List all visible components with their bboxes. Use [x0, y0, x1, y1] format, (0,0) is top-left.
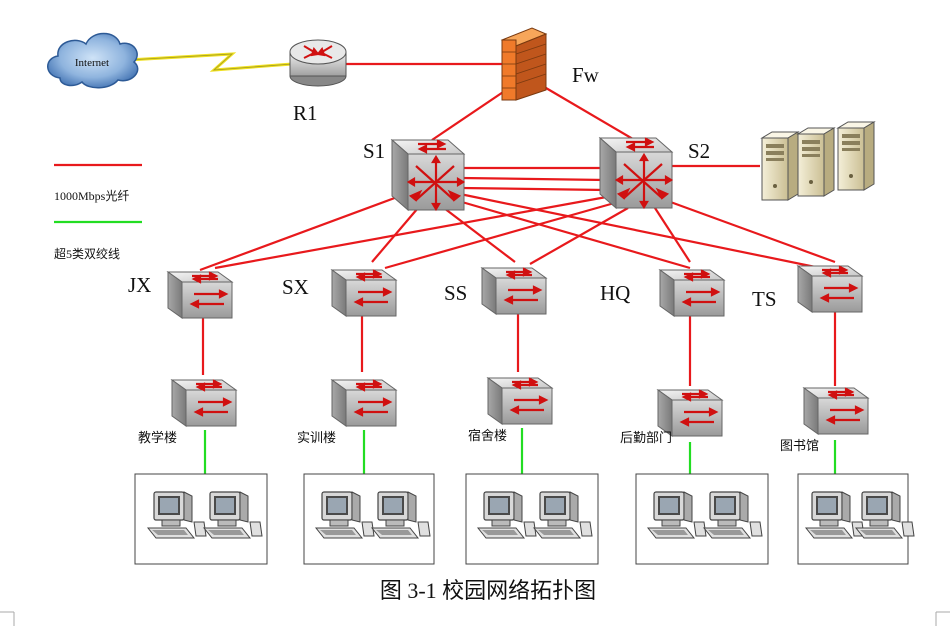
link-fw-s2 — [545, 87, 639, 143]
link-s1-ts — [459, 192, 831, 272]
firewall-fw — [500, 27, 548, 101]
pc-group-1 — [134, 473, 268, 565]
link-s1-s2-c — [461, 186, 606, 192]
link-s2-jx — [214, 194, 613, 270]
building-label-1: 教学楼 — [138, 430, 177, 445]
figure-caption: 图 3-1 校园网络拓扑图 — [380, 578, 596, 603]
pc-group-5 — [797, 473, 915, 565]
building-label-5: 图书馆 — [780, 438, 819, 453]
ss-label: SS — [444, 281, 467, 305]
legend: 1000Mbps光纤 超5类双绞线 — [54, 163, 142, 261]
core-switch-s2 — [598, 136, 674, 210]
building-label-4: 后勤部门 — [620, 430, 672, 445]
link-s1-hq — [454, 198, 691, 270]
pc-group-2 — [303, 473, 435, 565]
server-group — [761, 121, 875, 201]
s1-label: S1 — [363, 139, 385, 163]
access-switch-2 — [330, 378, 398, 428]
access-switch-5 — [802, 386, 870, 436]
link-s2-ts — [664, 198, 836, 264]
cable-links — [203, 428, 837, 474]
pc-group-3 — [465, 473, 599, 565]
core-switch-s1 — [390, 138, 466, 212]
legend-fiber-label: 1000Mbps光纤 — [54, 189, 129, 203]
switch-ts — [796, 264, 864, 314]
link-s1-ss — [439, 204, 516, 263]
internet-label: Internet — [75, 57, 109, 69]
link-s2-hq — [654, 207, 691, 263]
link-s1-s2-b — [461, 176, 606, 182]
page-corner-marks — [0, 611, 950, 626]
access-switch-1 — [170, 378, 238, 428]
pc-group-4 — [635, 473, 769, 565]
link-s2-sx — [384, 200, 619, 270]
switch-ss — [480, 266, 548, 316]
link-fw-s1 — [431, 85, 513, 141]
switch-jx — [166, 270, 234, 320]
building-label-3: 宿舍楼 — [468, 428, 507, 443]
access-switch-3 — [486, 376, 554, 426]
internet-cloud: Internet — [47, 32, 139, 89]
s2-label: S2 — [688, 139, 710, 163]
legend-cable-label: 超5类双绞线 — [54, 246, 120, 261]
switch-sx — [330, 268, 398, 318]
fw-label: Fw — [572, 63, 600, 87]
link-s2-ss — [529, 207, 629, 265]
wan-link-lightning — [127, 52, 293, 72]
hq-label: HQ — [600, 281, 630, 305]
router-r1 — [289, 39, 347, 87]
sx-label: SX — [282, 275, 309, 299]
fiber-links — [199, 62, 837, 386]
link-s1-jx — [199, 194, 401, 272]
switch-hq — [658, 268, 726, 318]
jx-label: JX — [128, 273, 151, 297]
r1-label: R1 — [293, 101, 318, 125]
building-label-2: 实训楼 — [297, 430, 336, 445]
ts-label: TS — [752, 287, 777, 311]
